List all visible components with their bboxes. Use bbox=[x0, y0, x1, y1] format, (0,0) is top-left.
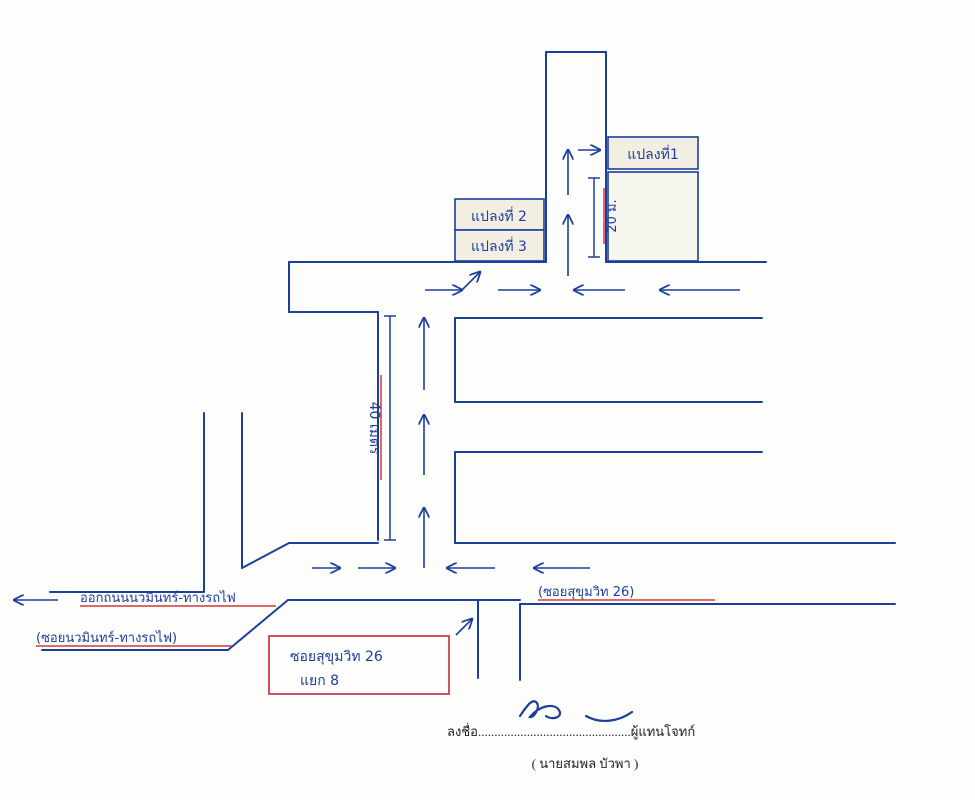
direction-arrows bbox=[14, 150, 740, 636]
soi-right-label: (ซอยสุขุมวิท 26) bbox=[538, 585, 634, 600]
plot-1-label: แปลงที่1 bbox=[627, 145, 678, 163]
survey-box bbox=[268, 635, 450, 695]
signature-mark bbox=[518, 700, 634, 722]
red-underlines bbox=[36, 188, 715, 647]
signatory-name: ( นายสมพล บัวพา ) bbox=[532, 756, 639, 771]
soi-left-label: (ซอยนวมินทร์-ทางรถไฟ) bbox=[36, 630, 177, 646]
plot-1-box bbox=[607, 136, 699, 170]
plot-2-label: แปลงที่ 2 bbox=[471, 207, 527, 225]
plot-boxes bbox=[454, 136, 699, 262]
plot-3-label: แปลงที่ 3 bbox=[471, 237, 527, 255]
distance-20m-label: 20 ม. bbox=[605, 199, 620, 232]
main-road-exit-label: ออกถนนนวมินทร์-ทางรถไฟ bbox=[80, 590, 236, 606]
plot-2-box bbox=[454, 198, 545, 231]
survey-box-line1: ซอยสุขุมวิท 26 bbox=[290, 649, 383, 665]
plot-1-building bbox=[607, 171, 699, 262]
survey-box-line2: แยก 8 bbox=[300, 673, 339, 689]
distance-40m-label: 40 เมตร bbox=[366, 402, 382, 455]
plot-3-box bbox=[454, 229, 545, 262]
road-outlines bbox=[41, 51, 896, 681]
distance-markers bbox=[384, 177, 600, 541]
signature-label: ลงชื่อ..................................… bbox=[447, 723, 695, 740]
